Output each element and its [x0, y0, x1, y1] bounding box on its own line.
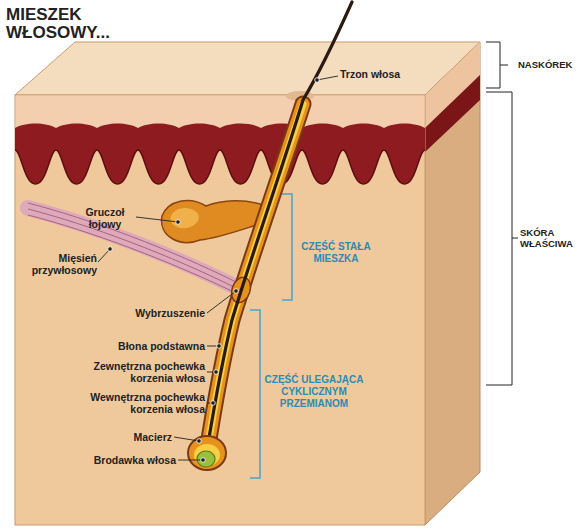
leader-dot: [176, 220, 181, 225]
leader-line: [136, 217, 178, 222]
papillae-outline: [15, 150, 425, 184]
papillary-layer-side: [425, 75, 480, 152]
part-label: Trzon włosa: [340, 68, 420, 80]
leader-dot: [234, 289, 239, 294]
hair-matrix: [194, 444, 220, 466]
leader-dot: [201, 458, 206, 463]
bracket: [282, 194, 292, 300]
part-label: Brodawka włosa: [92, 454, 176, 466]
leader-dot: [217, 344, 222, 349]
leader-dot: [108, 247, 113, 252]
part-label: Błona podstawna: [95, 340, 205, 352]
leader-dot: [211, 401, 216, 406]
skin-side-face: [425, 42, 480, 525]
part-label: Gruczoł łojowy: [74, 206, 136, 230]
bracket: [486, 42, 508, 88]
leader-dot: [197, 439, 202, 444]
leader-dot: [315, 78, 320, 83]
skin-front-face: [15, 95, 425, 525]
layer-label: NASKÓREK: [518, 59, 578, 70]
dermal-papilla: [197, 451, 215, 467]
leader-line: [178, 460, 203, 461]
diagram-title: MIESZEK WŁOSOWY...: [6, 6, 124, 42]
part-label: Wybrzuszenie: [95, 307, 205, 319]
section-label: CZĘŚĆ ULEGAJĄCA CYKLICZNYM PRZEMIANOM: [263, 374, 365, 410]
papillary-layer: [15, 124, 425, 185]
leader-line: [207, 291, 236, 313]
leader-line: [174, 437, 199, 441]
part-label: Wewnętrzna pochewka korzenia włosa: [80, 391, 205, 415]
part-label: Zewnętrzna pochewka korzenia włosa: [80, 360, 205, 384]
hair-bulb: [188, 436, 226, 470]
layer-label: SKÓRA WŁAŚCIWA: [520, 227, 578, 249]
gland-highlight: [170, 208, 198, 228]
bracket: [250, 310, 260, 478]
bracket: [486, 92, 518, 385]
part-label: Mięsień przywłosowy: [25, 252, 97, 276]
section-label: CZĘŚĆ STAŁA MIESZKA: [296, 241, 376, 265]
part-label: Macierz: [92, 431, 172, 443]
leader-line: [317, 76, 338, 80]
leader-dot: [214, 370, 219, 375]
skin-top-face: [15, 42, 480, 95]
